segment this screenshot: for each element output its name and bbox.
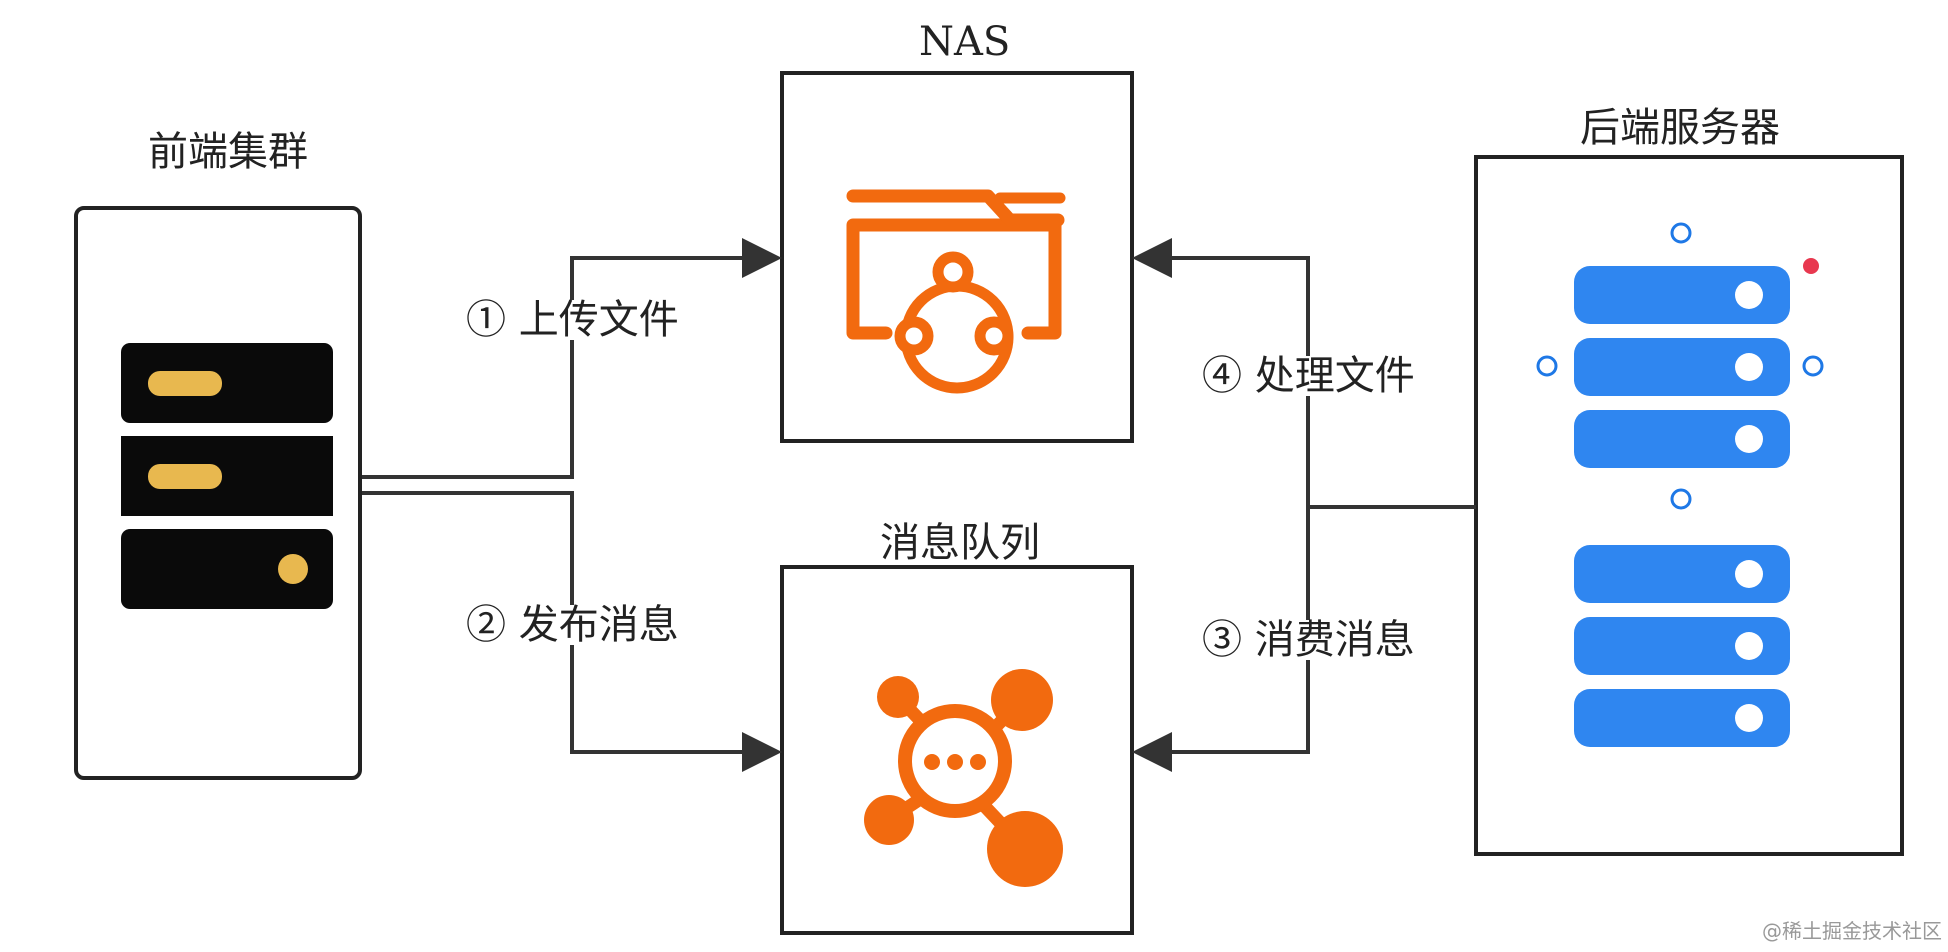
upload-connector	[362, 238, 782, 479]
server-rack-icon	[121, 343, 333, 609]
shared-folder-icon	[846, 189, 1066, 394]
nas-node[interactable]	[780, 71, 1134, 443]
server-stack-icon	[1574, 266, 1790, 747]
red-dot-icon	[1803, 258, 1819, 274]
backend-server-node[interactable]	[1474, 155, 1904, 856]
upload-label: ① 上传文件	[466, 297, 679, 343]
consume-label: ③ 消费消息	[1202, 617, 1415, 663]
message-queue-title: 消息队列	[880, 520, 1040, 566]
watermark: @稀土掘金技术社区	[1762, 919, 1942, 943]
consume-connector	[1132, 507, 1310, 772]
message-hub-icon	[864, 669, 1063, 887]
frontend-cluster-node[interactable]	[74, 206, 362, 780]
nas-title: NAS	[919, 19, 1011, 65]
selection-handle-icon[interactable]	[1536, 222, 1824, 510]
process-label: ④ 处理文件	[1202, 353, 1415, 399]
message-queue-node[interactable]	[780, 565, 1134, 935]
frontend-cluster-title: 前端集群	[148, 129, 308, 175]
process-connector	[1132, 238, 1310, 507]
backend-server-title: 后端服务器	[1580, 105, 1780, 151]
publish-label: ② 发布消息	[466, 602, 679, 648]
